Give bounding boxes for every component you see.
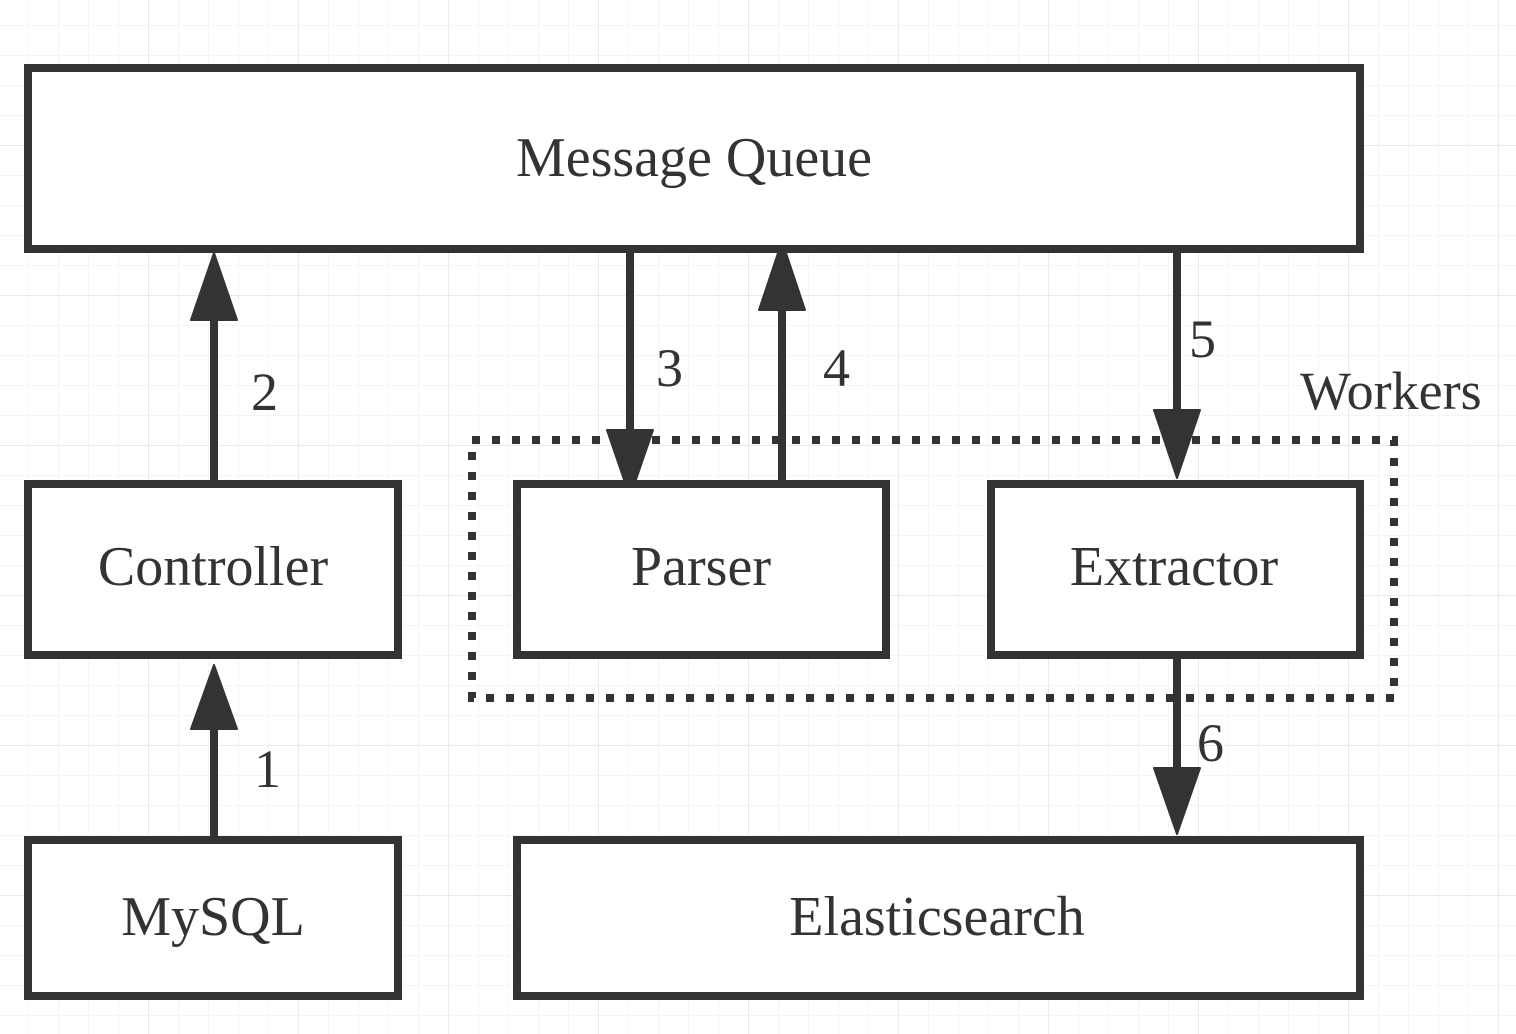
node-mysql: MySQL: [24, 836, 402, 1000]
mysql-box: [24, 836, 402, 1000]
edge-3: 3: [606, 251, 683, 498]
edge-2: 2: [190, 252, 278, 480]
parser-box: [513, 480, 890, 659]
extractor-box: [987, 480, 1364, 659]
edge-5-label: 5: [1189, 309, 1216, 369]
edge-3-label: 3: [656, 338, 683, 398]
node-parser: Parser: [513, 480, 890, 659]
node-extractor: Extractor: [987, 480, 1364, 659]
node-controller: Controller: [24, 480, 402, 659]
edge-1: 1: [190, 664, 281, 836]
elasticsearch-label: Elasticsearch: [789, 886, 1084, 948]
workers-group-label: Workers: [1300, 361, 1482, 421]
edge-3-arrowhead: [606, 429, 654, 498]
edge-5: 5: [1153, 241, 1216, 479]
edge-4-label: 4: [823, 338, 850, 398]
edge-1-label: 1: [254, 739, 281, 799]
extractor-label: Extractor: [1070, 536, 1279, 598]
node-elasticsearch: Elasticsearch: [513, 836, 1364, 1000]
edge-6: 6: [1153, 656, 1224, 835]
edge-6-label: 6: [1197, 713, 1224, 773]
workers-group: Workers: [468, 361, 1482, 702]
message-queue-label: Message Queue: [516, 127, 872, 189]
message-queue-box: [24, 64, 1364, 253]
elasticsearch-box: [513, 836, 1364, 1000]
edge-1-arrowhead: [190, 664, 238, 730]
edge-6-arrowhead: [1153, 767, 1201, 835]
workers-group-border: [468, 436, 1398, 702]
mysql-label: MySQL: [121, 886, 305, 948]
node-message-queue: Message Queue: [24, 64, 1364, 253]
edge-4: 4: [758, 240, 850, 480]
controller-box: [24, 480, 402, 659]
edge-2-arrowhead: [190, 252, 238, 321]
parser-label: Parser: [631, 536, 771, 598]
edge-2-label: 2: [251, 362, 278, 422]
edge-5-arrowhead: [1153, 409, 1201, 479]
edge-4-arrowhead: [758, 240, 806, 311]
controller-label: Controller: [98, 536, 329, 598]
